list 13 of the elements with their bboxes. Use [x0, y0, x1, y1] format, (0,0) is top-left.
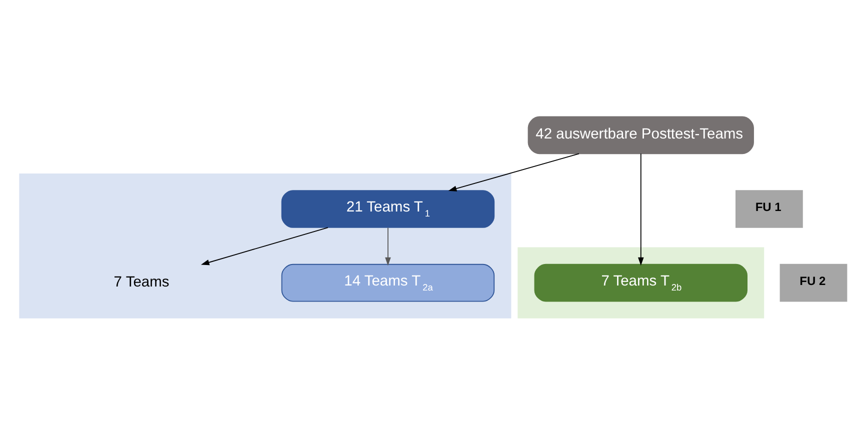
arrow [385, 227, 391, 266]
node-box: 42 auswertbare Posttest-Teams [528, 116, 754, 154]
node-text: 7 Teams [114, 274, 170, 290]
label: FU 1 [755, 200, 782, 214]
cluster [19, 173, 512, 318]
cluster [518, 247, 764, 318]
arrow [448, 153, 580, 192]
node-box: 14 Teams T$_{2a}$ [281, 264, 495, 302]
arrow [638, 153, 644, 266]
node-box: 21 Teams T$_{1}$ [281, 190, 495, 228]
node-box: 7 Teams T$_{2b}$ [534, 264, 748, 302]
label: FU 2 [800, 274, 826, 288]
arrow [200, 227, 328, 266]
